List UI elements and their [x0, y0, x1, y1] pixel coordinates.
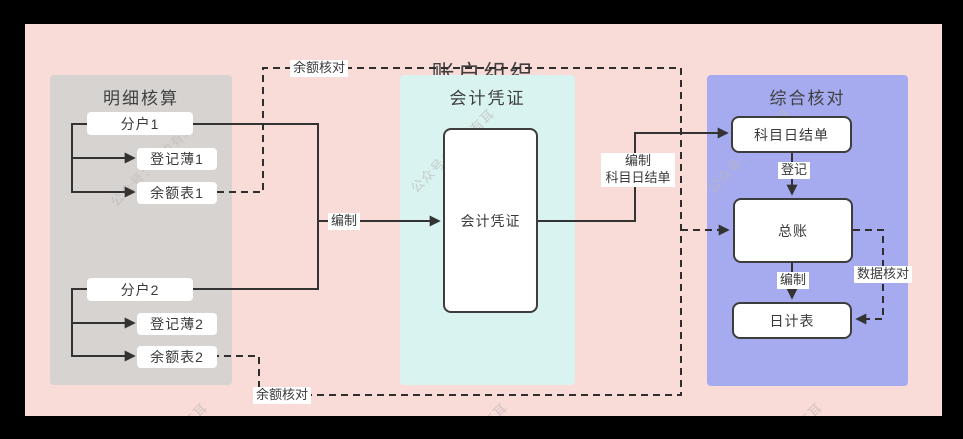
node-general-ledger: 总账 [733, 198, 853, 263]
panel-reconcile-title: 综合核对 [769, 89, 846, 108]
edge-label-data-check: 数据核对 [854, 266, 913, 283]
node-sub-account-2: 分户2 [87, 278, 193, 301]
edge-label-register: 登记 [778, 162, 811, 179]
node-accounting-voucher: 会计凭证 [443, 128, 538, 313]
edge-label-compile-summary-line2: 科目日结单 [605, 169, 671, 185]
watermark-text: 公众号：东边有耳 [119, 398, 212, 416]
node-subject-daily-summary: 科目日结单 [731, 116, 852, 153]
edge-label-compile-voucher: 编制 [328, 213, 361, 230]
watermark-text: 公众号：东边有耳 [419, 398, 512, 416]
panel-detail-title: 明细核算 [103, 89, 179, 108]
watermark-text: 公众号：东边有耳 [734, 398, 827, 416]
edge-label-compile-summary: 编制 科目日结单 [601, 153, 675, 187]
node-balance-sheet-2: 余额表2 [137, 346, 217, 368]
node-register-book-1: 登记薄1 [137, 148, 217, 170]
edge-label-compile-summary-line1: 编制 [624, 153, 651, 168]
edge-label-compile-daily: 编制 [777, 272, 810, 289]
panel-voucher-title: 会计凭证 [449, 89, 526, 108]
node-sub-account-1: 分户1 [87, 112, 193, 135]
node-balance-sheet-1: 余额表1 [137, 182, 217, 204]
node-register-book-2: 登记薄2 [137, 313, 217, 335]
edge-label-balance-check-top: 余额核对 [290, 60, 349, 77]
edge-label-balance-check-bottom: 余额核对 [253, 387, 312, 404]
diagram-canvas: 账户组织 明细核算 会计凭证 综合核对 公众号：东边有耳 公众号：东边有耳 公众… [25, 24, 942, 416]
node-daily-statement: 日计表 [732, 302, 852, 339]
